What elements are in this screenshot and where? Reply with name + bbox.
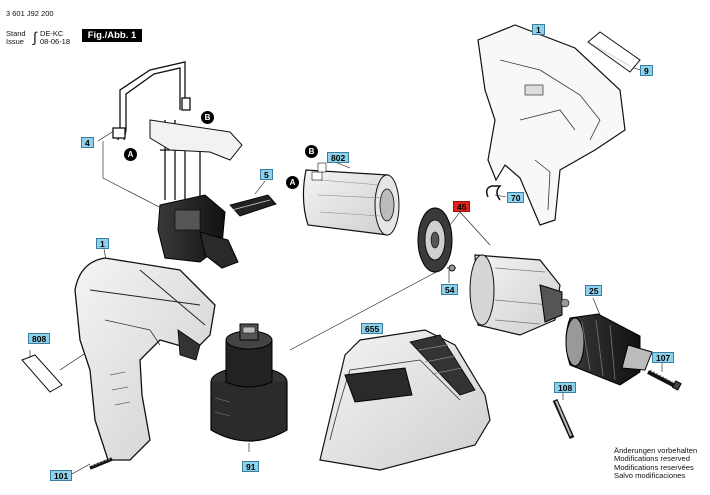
battery-drawing — [210, 323, 288, 442]
bit-108-drawing — [552, 398, 575, 440]
note-fr: Modifications reservées — [614, 462, 694, 472]
gear-ring-drawing — [417, 207, 453, 273]
front-housing-drawing — [74, 257, 216, 461]
note-de: Änderungen vorbehalten — [614, 446, 698, 455]
part-label-9[interactable]: 9 — [640, 65, 653, 76]
part-label-107[interactable]: 107 — [652, 352, 675, 363]
part-label-4[interactable]: 4 — [81, 137, 94, 148]
part-label-1-front[interactable]: 1 — [96, 238, 109, 249]
part-label-70[interactable]: 70 — [507, 192, 525, 203]
slider-cap-drawing — [229, 194, 277, 217]
part-label-45[interactable]: 45 — [453, 201, 471, 212]
connector-b-switch: B — [201, 111, 214, 124]
screw-107-drawing — [647, 369, 682, 391]
connector-a-left: A — [124, 148, 137, 161]
figure-label: Fig./Abb. 1 — [82, 29, 142, 42]
stand-label: Stand — [6, 29, 26, 38]
part-label-108[interactable]: 108 — [554, 382, 577, 393]
switch-plate-drawing — [149, 119, 243, 161]
part-label-808[interactable]: 808 — [28, 333, 51, 344]
clip-70-drawing — [485, 185, 502, 201]
part-label-655[interactable]: 655 — [361, 323, 384, 334]
chuck-drawing — [565, 313, 653, 386]
issue-label: Issue — [6, 37, 24, 46]
issue-value: 08-06-18 — [40, 37, 71, 46]
screw-101-drawing — [89, 457, 113, 470]
charger-drawing — [319, 329, 491, 471]
switch-module-drawing — [157, 194, 239, 269]
part-label-5[interactable]: 5 — [260, 169, 273, 180]
part-label-101[interactable]: 101 — [50, 470, 73, 481]
gearbox-drawing — [469, 254, 570, 336]
part-label-91[interactable]: 91 — [242, 461, 260, 472]
stand-value: DE-KC — [40, 29, 64, 38]
modifications-note: Änderungen vorbehalten Modifications res… — [614, 446, 698, 481]
bracket-symbol: ∫ — [33, 29, 37, 45]
part-label-25[interactable]: 25 — [585, 285, 603, 296]
rear-housing-drawing — [477, 24, 626, 226]
label-808-drawing — [21, 354, 63, 393]
part-label-54[interactable]: 54 — [441, 284, 459, 295]
part-label-1-rear[interactable]: 1 — [532, 24, 545, 35]
connector-a-motor: A — [286, 176, 299, 189]
part-label-802[interactable]: 802 — [327, 152, 350, 163]
motor-drawing — [302, 162, 400, 236]
note-es: Salvo modificaciones — [614, 471, 686, 481]
note-en: Modifications reserved — [614, 454, 690, 464]
screw-54-drawing — [447, 264, 456, 272]
part-number: 3 601 J92 200 — [6, 9, 54, 18]
label-9-drawing — [587, 31, 641, 73]
connector-b-motor: B — [305, 145, 318, 158]
